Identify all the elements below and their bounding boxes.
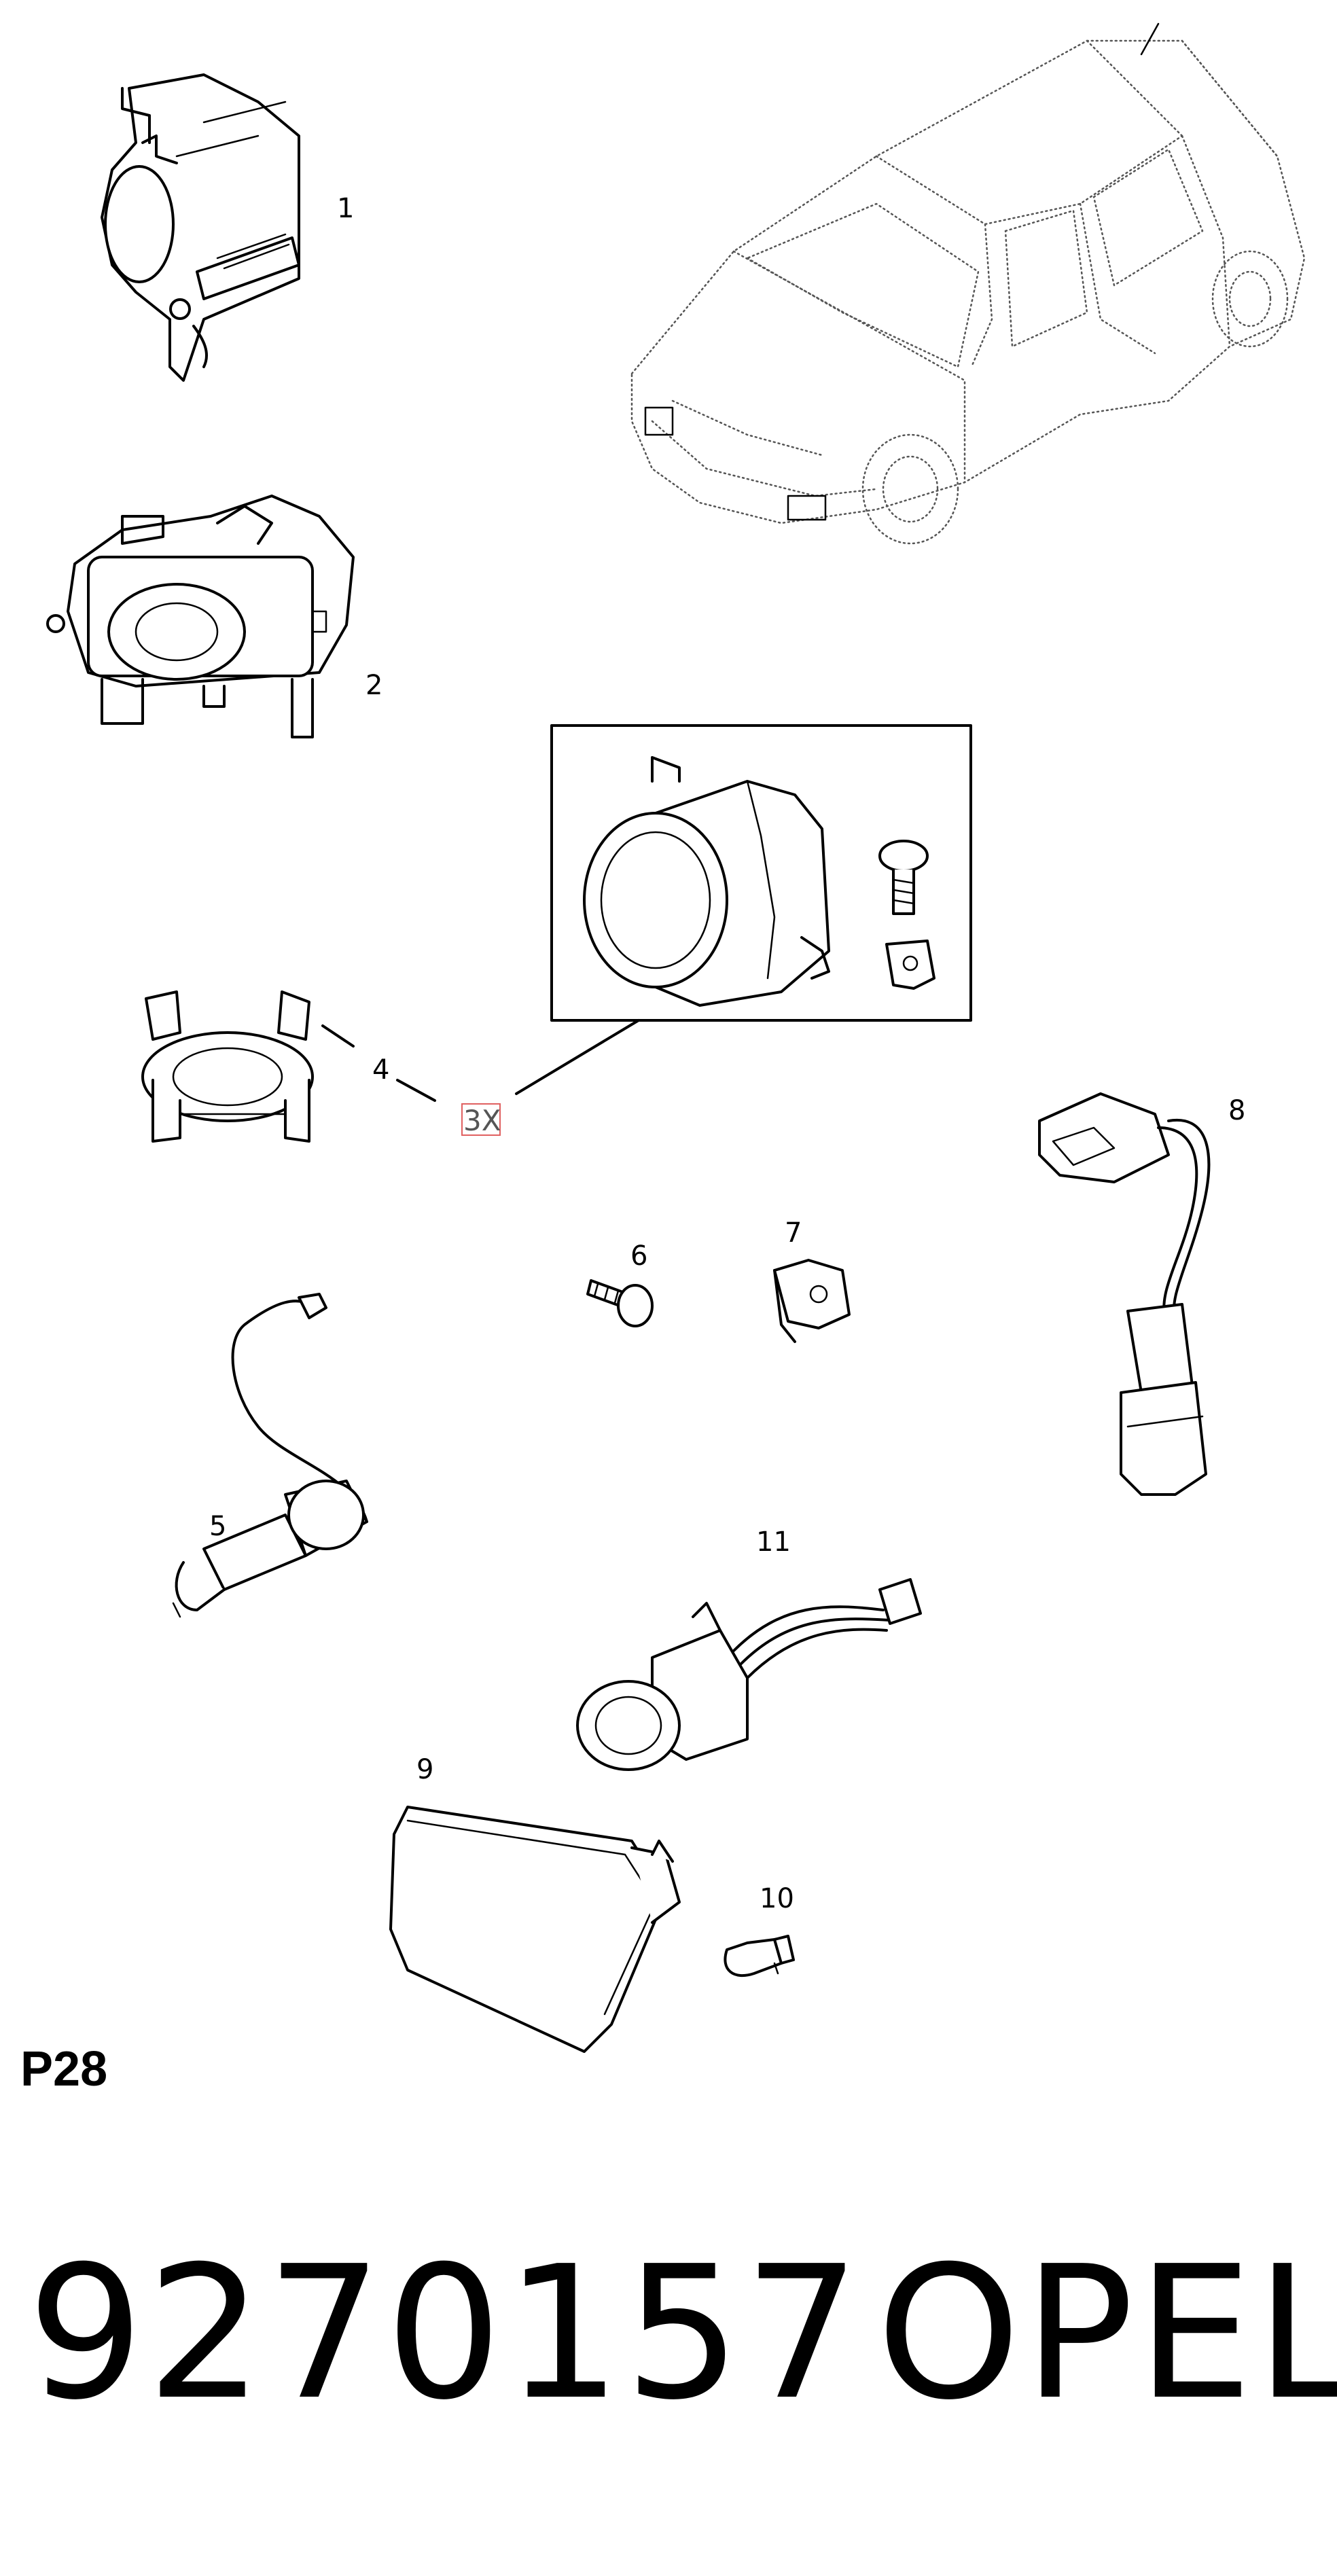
part-number: 9270157: [27, 2226, 863, 2440]
callout-8: 8: [1228, 1095, 1245, 1126]
callout-11: 11: [756, 1526, 791, 1558]
callout-10: 10: [760, 1883, 794, 1914]
vehicle-drawing: [630, 22, 1306, 545]
leader-4-b: [396, 1079, 436, 1102]
detail-box: [550, 724, 972, 1022]
leader-detail-to-3x: [515, 1019, 640, 1095]
part-9-drawing: [389, 1806, 681, 2053]
part-6-drawing: [586, 1279, 654, 1327]
callout-1: 1: [337, 193, 354, 224]
part-4-drawing: [141, 990, 314, 1143]
quantity-marker-box: [461, 1103, 501, 1136]
part-2-drawing: [46, 495, 355, 738]
callout-6: 6: [630, 1240, 647, 1272]
callout-7: 7: [785, 1217, 802, 1249]
quantity-marker: 3X: [463, 1104, 501, 1137]
brand-name: OPEL: [876, 2226, 1337, 2440]
part-11-drawing: [576, 1578, 922, 1771]
callout-5: 5: [209, 1511, 226, 1542]
leader-4-a: [321, 1024, 355, 1048]
part-1-drawing: [101, 73, 300, 382]
callout-2: 2: [366, 670, 382, 701]
part-7-drawing: [773, 1259, 851, 1343]
part-10-drawing: [724, 1935, 795, 1978]
part-8-drawing: [1038, 1092, 1211, 1496]
callout-9: 9: [416, 1754, 433, 1785]
part-5-drawing: [172, 1293, 368, 1618]
diagram-code: P28: [20, 2042, 108, 2096]
callout-4: 4: [372, 1054, 389, 1086]
